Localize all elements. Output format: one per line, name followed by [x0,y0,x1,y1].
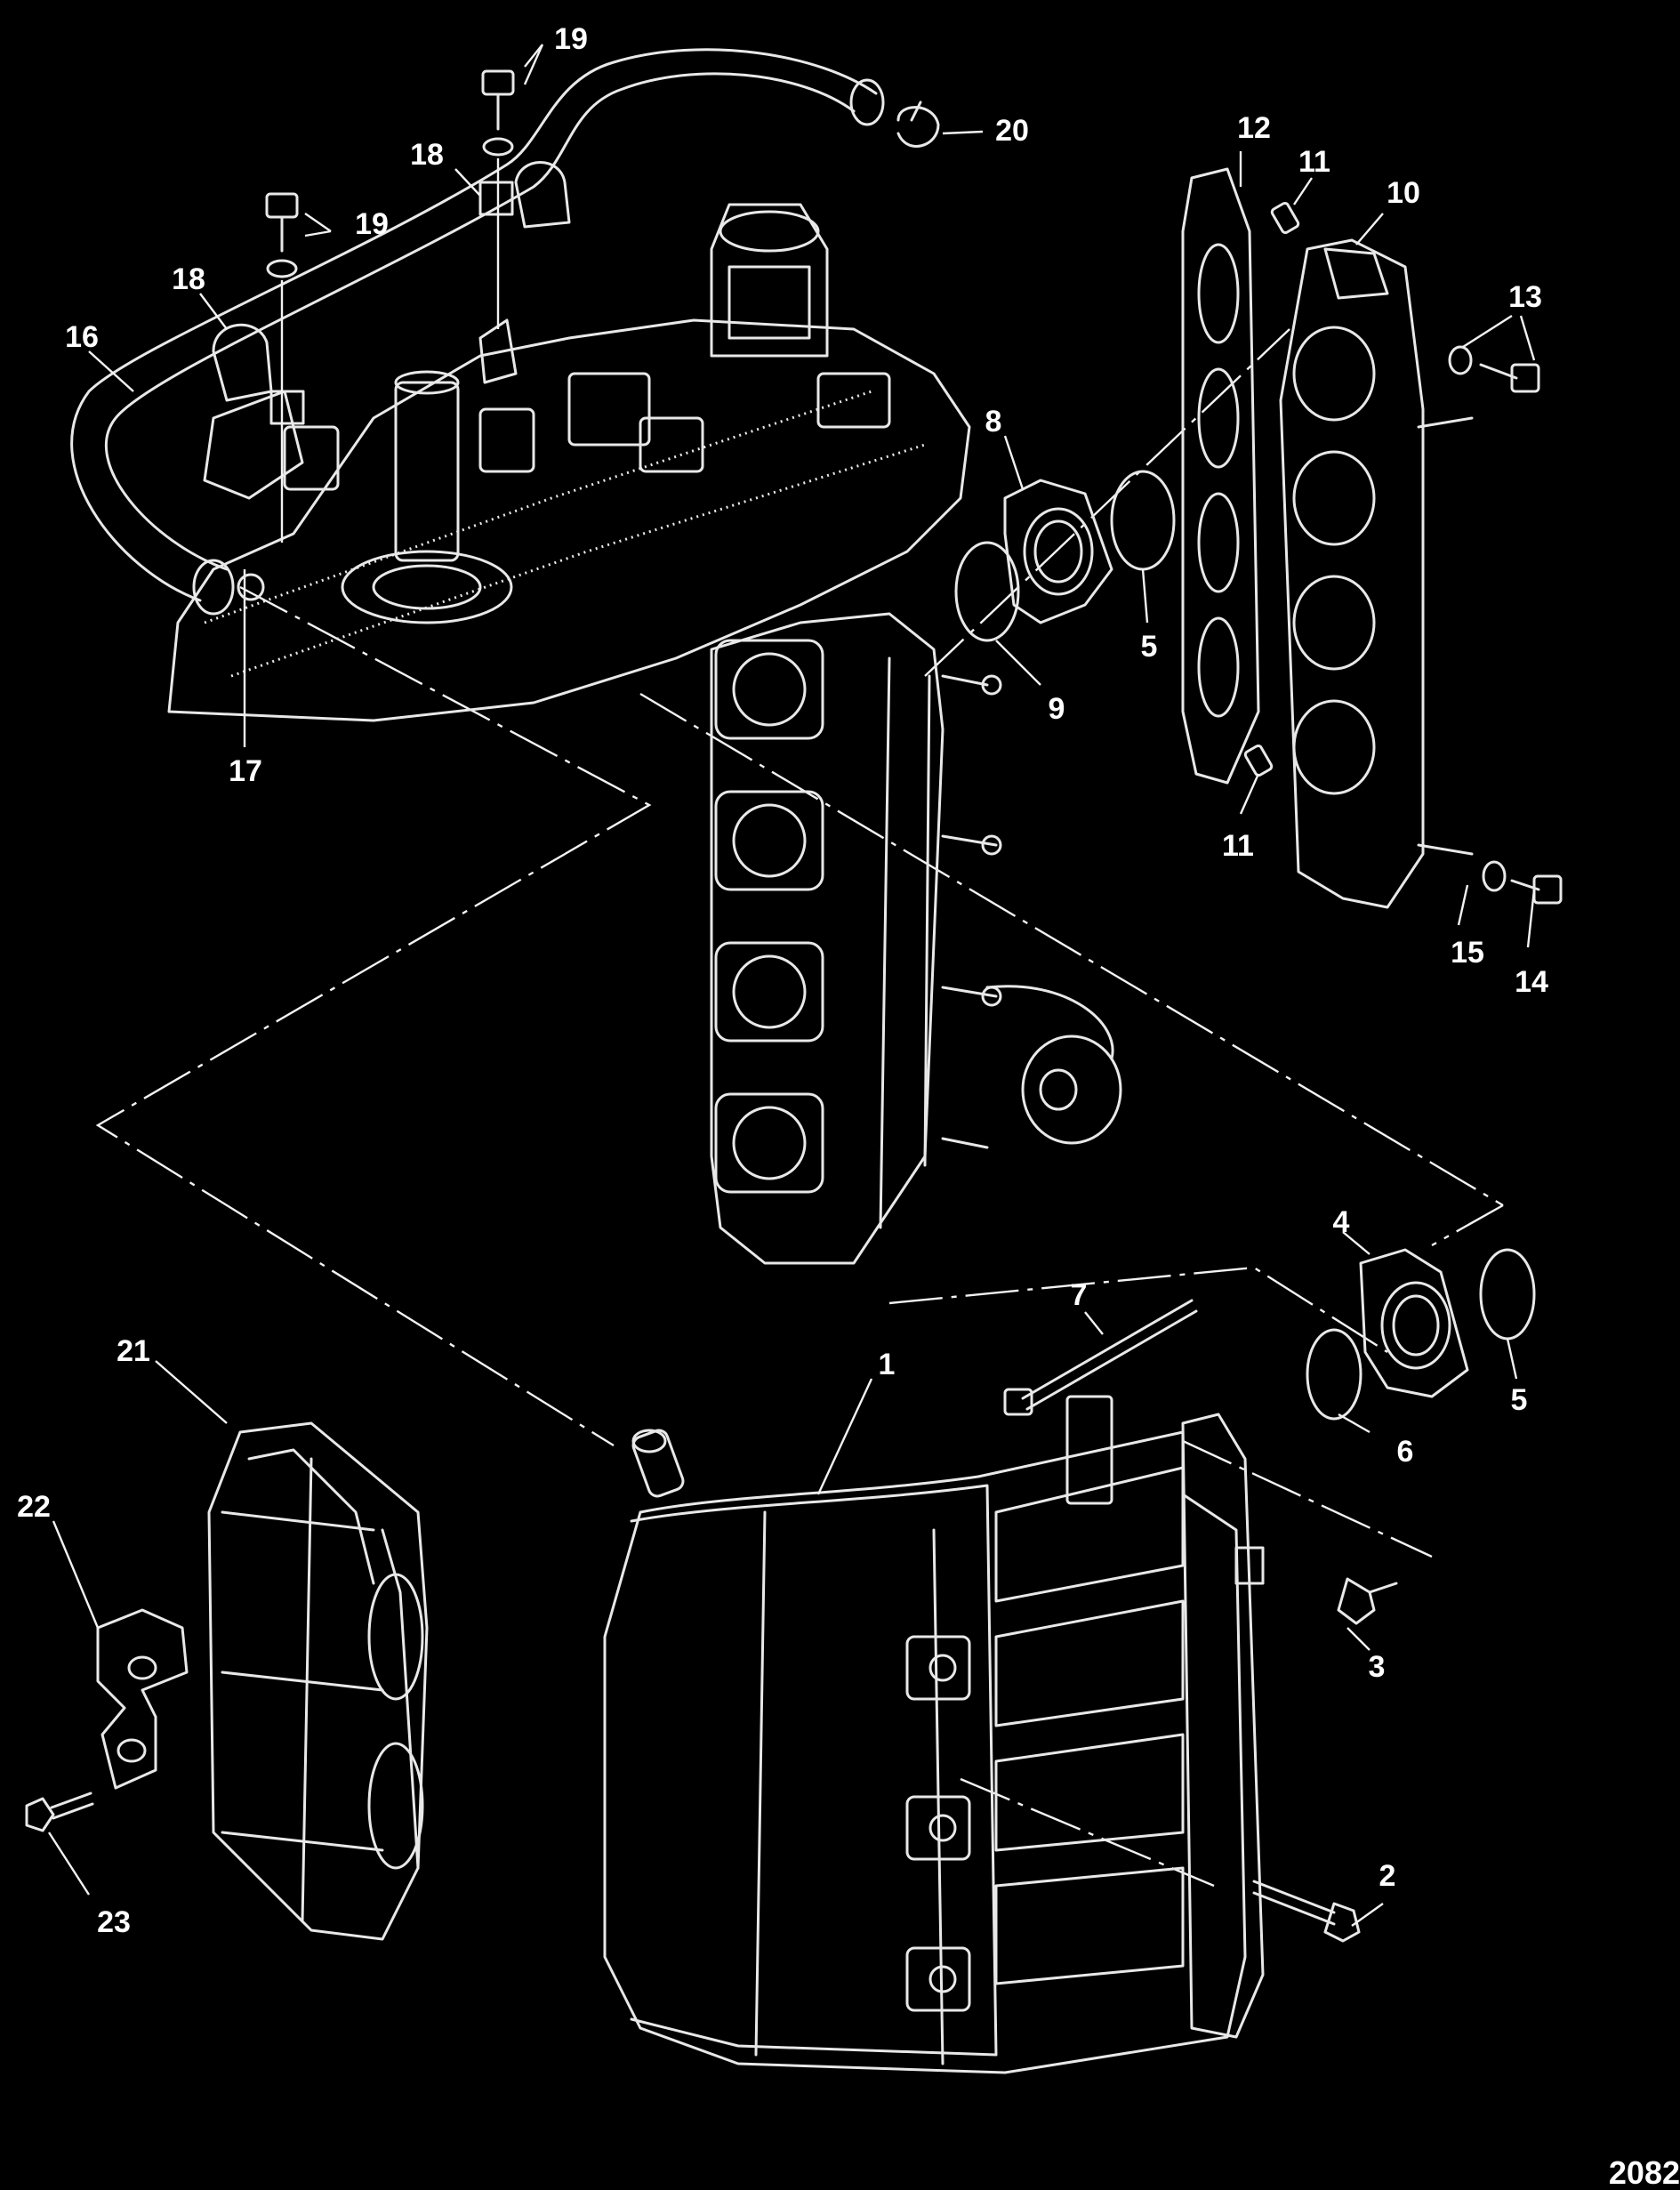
callout-20: 20 [995,114,1029,148]
throttle-body-stack [710,612,1122,1265]
callout-4: 4 [1333,1205,1350,1239]
diagram-code: 2082 [1609,2154,1680,2190]
callout-10: 10 [1387,176,1420,210]
dowel-pins [1243,201,1300,777]
hose-clip [896,101,940,148]
callout-7: 7 [1071,1278,1088,1312]
plenum-adapter [1279,238,1474,909]
callout-8: 8 [985,405,1002,439]
callout-21: 21 [117,1334,150,1368]
bracket-screw [25,1791,94,1832]
assembly-centerlines [95,328,1504,1888]
callout-12: 12 [1237,111,1271,145]
callout-18-left: 18 [172,262,205,296]
callout-15: 15 [1451,936,1484,970]
hose-clamp-screws [237,69,515,747]
manifold-gasket [1181,167,1260,785]
hose-clamps [212,161,571,425]
silencer-cover [207,1421,429,1941]
callout-19-upper: 19 [554,22,588,56]
callout-19-left: 19 [355,207,389,241]
callout-14: 14 [1515,965,1548,999]
long-bolt [1003,1299,1198,1416]
callout-labels: 1 2 3 4 5 5 6 7 8 9 10 11 11 12 13 14 15… [17,22,1548,1939]
callout-9: 9 [1049,692,1065,726]
callout-17: 17 [229,754,262,788]
callout-13: 13 [1508,280,1542,314]
lower-throttle-adapter [1306,1248,1536,1421]
callout-5-lower: 5 [1511,1383,1528,1417]
callout-11-lower: 11 [1222,829,1254,863]
callout-11-upper: 11 [1298,145,1330,179]
throttle-body-bores [714,639,824,1194]
callout-16: 16 [65,320,99,354]
callout-1: 1 [879,1348,896,1381]
upper-throttle-adapter [954,470,1176,642]
callout-22: 22 [17,1490,51,1524]
callout-2: 2 [1379,1859,1396,1893]
callout-18-upper: 18 [410,138,444,172]
plenum-bolts [1448,345,1563,905]
callout-6: 6 [1397,1435,1414,1469]
powerhead-assembly [167,203,971,722]
vent-hose [70,48,885,616]
callout-leaders [47,44,1536,1927]
callout-3: 3 [1369,1650,1386,1684]
callout-23: 23 [97,1905,131,1939]
manifold-bolts [1252,1577,1398,1943]
intake-manifold [603,1395,1265,2074]
callout-5-upper: 5 [1141,630,1158,664]
mounting-bracket [96,1608,189,1790]
